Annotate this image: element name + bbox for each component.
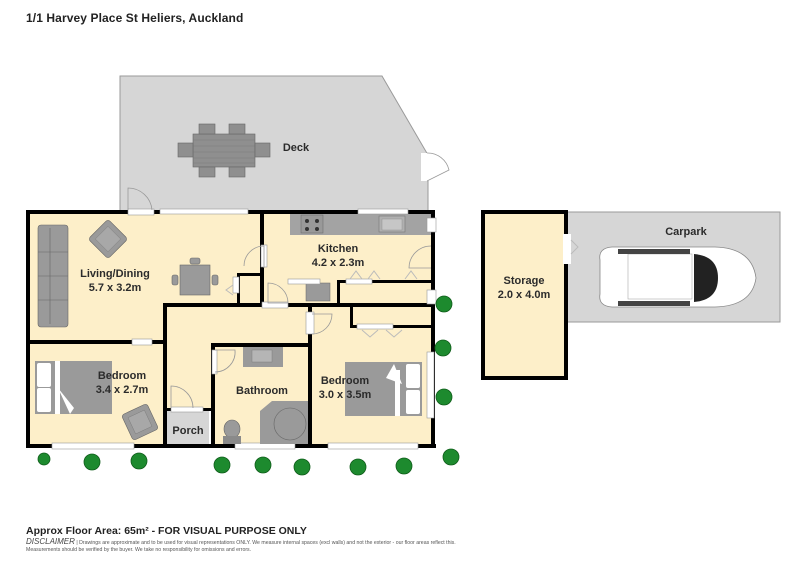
room-size-bedroom2: 3.0 x 3.5m <box>319 389 372 401</box>
car-icon <box>599 246 757 308</box>
room-label-bedroom2: Bedroom <box>321 375 370 387</box>
windows <box>51 208 437 450</box>
storage-door <box>563 234 571 264</box>
room-label-bedroom1: Bedroom <box>98 370 147 382</box>
toilet-icon <box>223 419 241 444</box>
room-label-bathroom: Bathroom <box>236 385 288 397</box>
armchair-icon <box>89 220 127 258</box>
deck-area <box>119 75 429 213</box>
stove-icon <box>300 214 324 234</box>
sofa-icon <box>37 224 69 328</box>
disclaimer-text: | Drawings are approximate and to be use… <box>26 540 456 553</box>
room-label-porch: Porch <box>172 425 203 437</box>
disclaimer-title: DISCLAIMER <box>26 537 75 546</box>
dining-table-icon <box>171 257 219 296</box>
armchair-icon <box>122 404 158 440</box>
disclaimer: DISCLAIMER | Drawings are approximate an… <box>26 538 486 554</box>
door-swings <box>127 187 432 409</box>
property-address: 1/1 Harvey Place St Heliers, Auckland <box>26 11 244 25</box>
porch-floor <box>167 410 209 446</box>
room-size-storage: 2.0 x 4.0m <box>498 289 551 301</box>
footer: Approx Floor Area: 65m² - FOR VISUAL PUR… <box>26 525 486 554</box>
bed-icon <box>345 362 422 416</box>
fridge-icon <box>305 282 331 302</box>
bed-icon <box>35 361 112 414</box>
room-size-kitchen: 4.2 x 2.3m <box>312 257 365 269</box>
storage-room <box>481 210 568 380</box>
room-size-bedroom1: 3.4 x 2.7m <box>96 384 149 396</box>
shower-icon <box>260 401 308 444</box>
room-label-carpark: Carpark <box>665 226 707 238</box>
deck-door <box>421 152 450 182</box>
room-label-storage: Storage <box>504 275 545 287</box>
floor-area-note: Approx Floor Area: 65m² - FOR VISUAL PUR… <box>26 525 307 537</box>
sink-icon <box>378 215 406 233</box>
bifold-doors <box>225 270 418 338</box>
deck-table-icon <box>177 123 271 178</box>
room-label-living: Living/Dining <box>80 268 150 280</box>
shrub-icons <box>37 295 460 476</box>
room-label-deck: Deck <box>283 142 310 154</box>
room-label-kitchen: Kitchen <box>318 243 359 255</box>
room-size-living: 5.7 x 3.2m <box>89 282 142 294</box>
